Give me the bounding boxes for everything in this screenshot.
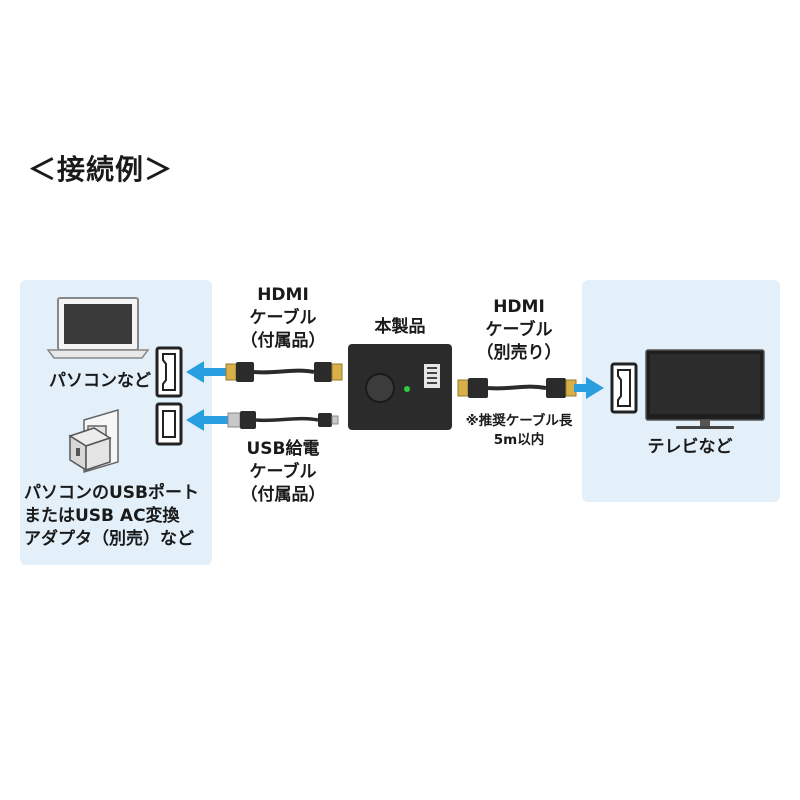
laptop-icon — [46, 297, 150, 359]
usb-port-icon — [155, 402, 183, 446]
usb-power-cable-line-1: USB給電 — [246, 439, 320, 459]
hdmi-cable-included-line-3: （付属品） — [240, 331, 326, 351]
usb-power-cable — [227, 411, 339, 429]
tv-icon — [645, 349, 765, 429]
ac-adapter-icon — [68, 408, 119, 474]
usb-source-line-2: またはUSB AC変換 — [24, 506, 180, 526]
cable-note-line-2: 5m以内 — [493, 432, 545, 448]
hdmi-cable-included-line-2: ケーブル — [249, 308, 317, 328]
hdmi-cable-included-label: HDMI ケーブル （付属品） — [230, 284, 336, 353]
arrow-hdmi-to-pc — [186, 361, 228, 383]
arrow-to-tv — [574, 377, 604, 399]
hdmi-cable-sold-line-3: （別売り） — [476, 343, 562, 363]
product-label: 本製品 — [374, 317, 426, 337]
hdmi-cable-included-line-1: HDMI — [257, 285, 309, 305]
pc-label: パソコンなど — [49, 371, 151, 391]
usb-power-cable-label: USB給電 ケーブル （付属品） — [228, 438, 338, 507]
hdmi-cable-sold-line-2: ケーブル — [485, 320, 553, 340]
hdmi-cable-included — [225, 362, 343, 382]
hdmi-cable-sold-line-1: HDMI — [493, 297, 545, 317]
usb-power-cable-line-2: ケーブル — [249, 462, 317, 482]
hdmi-cable-sold-separately-label: HDMI ケーブル （別売り） — [466, 296, 572, 365]
tv-label: テレビなど — [647, 437, 733, 457]
usb-source-line-1: パソコンのUSBポート — [24, 483, 200, 503]
usb-source-line-3: アダプタ（別売）など — [24, 529, 194, 549]
product-switch-icon — [348, 344, 452, 430]
cable-length-note: ※推奨ケーブル長 5m以内 — [450, 412, 588, 450]
usb-source-label: パソコンのUSBポート またはUSB AC変換 アダプタ（別売）など — [24, 482, 210, 551]
cable-note-line-1: ※推奨ケーブル長 — [465, 413, 573, 429]
tv-hdmi-port-icon — [610, 362, 638, 414]
arrow-usb-to-pc — [186, 409, 228, 431]
usb-power-cable-line-3: （付属品） — [240, 485, 326, 505]
hdmi-cable-sold-separately — [457, 378, 577, 398]
page-title: ＜接続例＞ — [28, 153, 174, 186]
hdmi-port-icon — [155, 346, 183, 398]
